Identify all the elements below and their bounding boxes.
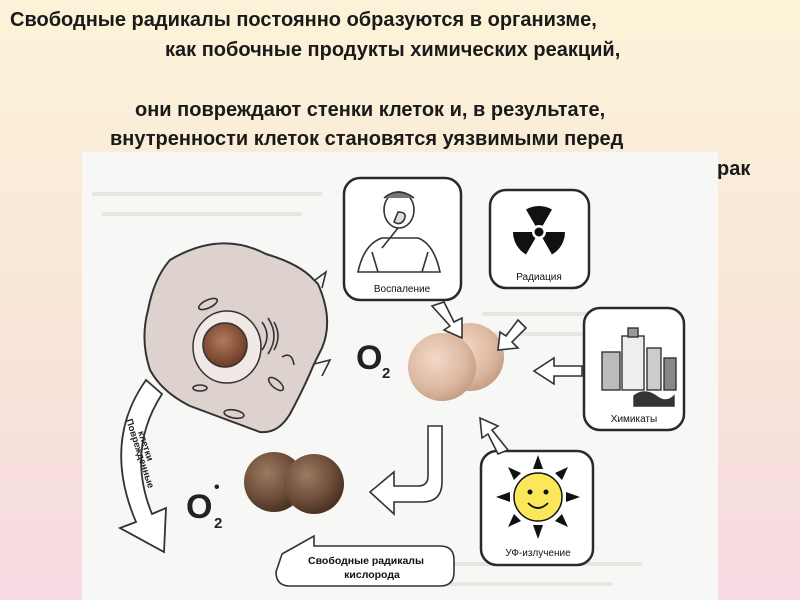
arrow-from-radiation xyxy=(497,318,528,351)
arrow-from-uv xyxy=(479,416,510,456)
o2-symbol: O xyxy=(356,339,382,377)
chemicals-label: Химикаты xyxy=(611,414,657,425)
uv-label: УФ-излучение xyxy=(505,548,571,559)
free-radicals-label-1: Свободные радикалы xyxy=(308,555,424,567)
free-radical-molecule: O 2 • xyxy=(186,452,344,532)
coughing-man-icon xyxy=(357,191,441,273)
radiation-label: Радиация xyxy=(516,272,562,283)
sun-icon xyxy=(496,455,580,539)
inflammation-box: Воспаление xyxy=(342,176,463,302)
radical-subscript: 2 xyxy=(214,515,222,532)
caption-line-1: Свободные радикалы постоянно образуются … xyxy=(10,9,597,31)
caption-line-3: они повреждают стенки клеток и, в резуль… xyxy=(135,99,606,121)
free-radicals-label-box: Свободные радикалы кислорода xyxy=(275,534,455,587)
radiation-icon xyxy=(512,205,566,259)
damaged-cells-arrow: Поврежденные клетки xyxy=(117,378,167,554)
inflammation-label: Воспаление xyxy=(374,284,431,295)
o2-subscript: 2 xyxy=(382,365,390,382)
uv-box: УФ-излучение xyxy=(479,449,595,567)
source-arrows xyxy=(430,301,583,456)
radical-dot: • xyxy=(214,479,220,496)
caption-line-4-tail: рак xyxy=(717,158,751,180)
cell-organelles xyxy=(192,297,295,420)
radiation-box: Радиация xyxy=(488,188,591,290)
chemicals-bottles-icon xyxy=(601,327,677,407)
free-radicals-label-2: кислорода xyxy=(344,569,400,581)
caption-line-2: как побочные продукты химических реакций… xyxy=(165,39,621,61)
diagram-canvas: Воспаление Радиация xyxy=(92,176,686,587)
radical-symbol: O xyxy=(186,488,212,526)
free-radicals-diagram: Воспаление Радиация xyxy=(82,152,718,600)
cell-nucleus xyxy=(202,322,248,368)
arrow-from-inflammation xyxy=(430,301,463,340)
arrow-from-chemicals xyxy=(532,356,583,386)
damaged-cell xyxy=(143,242,332,434)
arrow-o2-to-radical xyxy=(368,425,443,516)
chemicals-box: Химикаты xyxy=(582,306,686,432)
caption-line-4: внутренности клеток становятся уязвимыми… xyxy=(110,128,624,150)
oxygen-molecule: O 2 xyxy=(356,323,504,401)
